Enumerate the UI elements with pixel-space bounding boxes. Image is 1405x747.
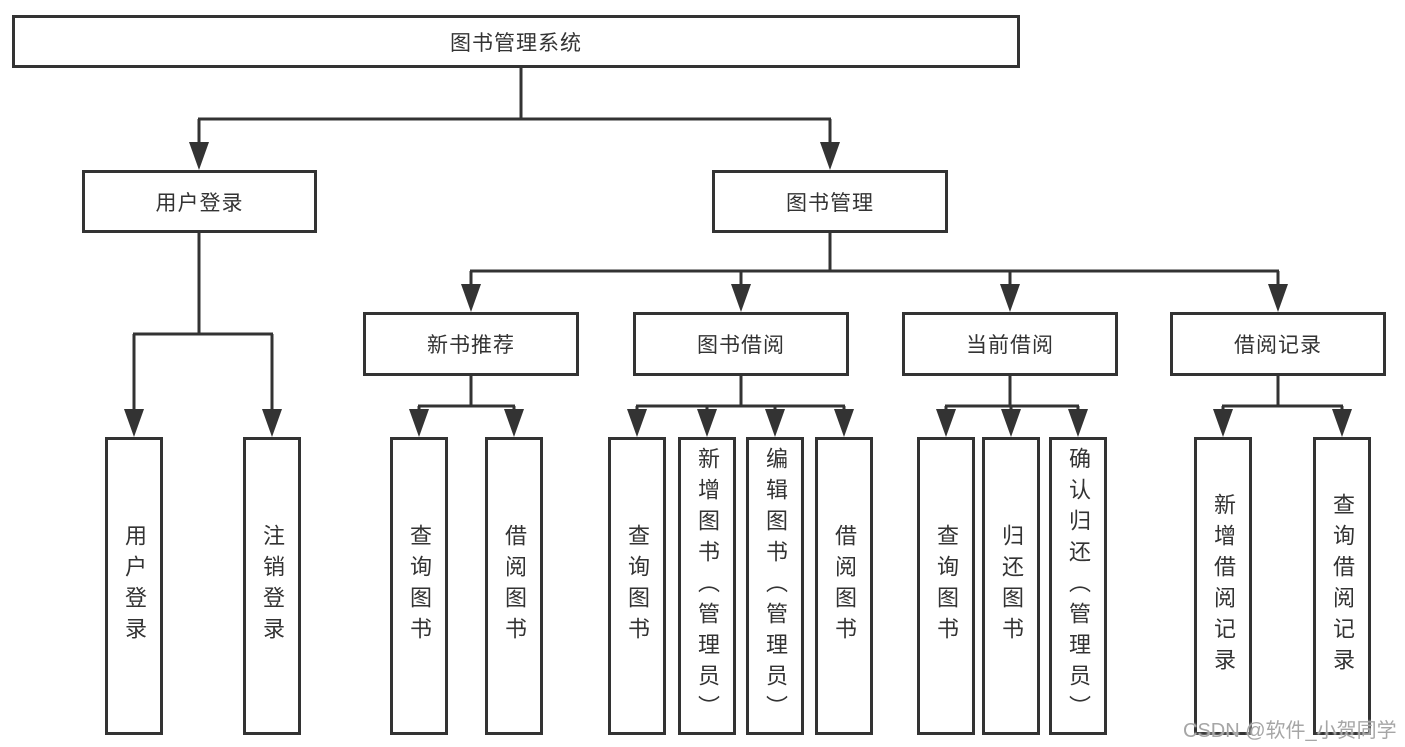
arrowhead <box>820 142 840 170</box>
arrowheads <box>124 142 1352 437</box>
arrowhead <box>461 284 481 312</box>
arrowhead <box>765 409 785 437</box>
arrowhead <box>1332 409 1352 437</box>
leaf-label: 归还图书 <box>999 524 1024 648</box>
node-new-book-recommend: 新书推荐 <box>363 312 579 376</box>
node-leaf-borrow-books: 借阅图书 <box>485 437 543 735</box>
arrowhead <box>731 284 751 312</box>
arrowhead <box>504 409 524 437</box>
node-leaf-return-books: 归还图书 <box>982 437 1040 735</box>
arrowhead <box>1000 284 1020 312</box>
leaf-label: 确认归还（管理员） <box>1066 446 1091 726</box>
node-book-borrowing: 图书借阅 <box>633 312 849 376</box>
node-leaf-confirm-return-admin: 确认归还（管理员） <box>1049 437 1107 735</box>
arrowhead <box>834 409 854 437</box>
arrowhead <box>409 409 429 437</box>
node-leaf-user-login: 用户登录 <box>105 437 163 735</box>
leaf-label: 借阅图书 <box>832 524 857 648</box>
leaf-label: 用户登录 <box>122 524 147 648</box>
arrowhead <box>1213 409 1233 437</box>
leaf-label: 注销登录 <box>260 524 285 648</box>
leaf-label: 新增图书（管理员） <box>695 446 720 726</box>
leaf-label: 借阅图书 <box>502 524 527 648</box>
arrowhead <box>1268 284 1288 312</box>
arrowhead <box>1001 409 1021 437</box>
leaf-label: 查询图书 <box>625 524 650 648</box>
arrowhead <box>936 409 956 437</box>
node-leaf-borrow-books: 借阅图书 <box>815 437 873 735</box>
node-user-login: 用户登录 <box>82 170 317 233</box>
node-leaf-query-books: 查询图书 <box>390 437 448 735</box>
arrowhead <box>124 409 144 437</box>
node-current-borrowing: 当前借阅 <box>902 312 1118 376</box>
node-book-management: 图书管理 <box>712 170 948 233</box>
arrowhead <box>627 409 647 437</box>
node-leaf-add-books-admin: 新增图书（管理员） <box>678 437 736 735</box>
node-leaf-logout: 注销登录 <box>243 437 301 735</box>
leaf-label: 查询借阅记录 <box>1330 493 1355 679</box>
leaf-label: 查询图书 <box>934 524 959 648</box>
node-leaf-edit-books-admin: 编辑图书（管理员） <box>746 437 804 735</box>
node-root-system: 图书管理系统 <box>12 15 1020 68</box>
node-leaf-add-borrow-record: 新增借阅记录 <box>1194 437 1252 735</box>
node-leaf-query-books: 查询图书 <box>608 437 666 735</box>
leaf-label: 新增借阅记录 <box>1211 493 1236 679</box>
leaf-label: 编辑图书（管理员） <box>763 446 788 726</box>
csdn-watermark: CSDN @软件_小贺同学 <box>1183 720 1397 742</box>
leaf-label: 查询图书 <box>407 524 432 648</box>
node-leaf-query-books: 查询图书 <box>917 437 975 735</box>
node-leaf-query-borrow-record: 查询借阅记录 <box>1313 437 1371 735</box>
node-borrowing-records: 借阅记录 <box>1170 312 1386 376</box>
arrowhead <box>697 409 717 437</box>
arrowhead <box>189 142 209 170</box>
arrowhead <box>1068 409 1088 437</box>
arrowhead <box>262 409 282 437</box>
